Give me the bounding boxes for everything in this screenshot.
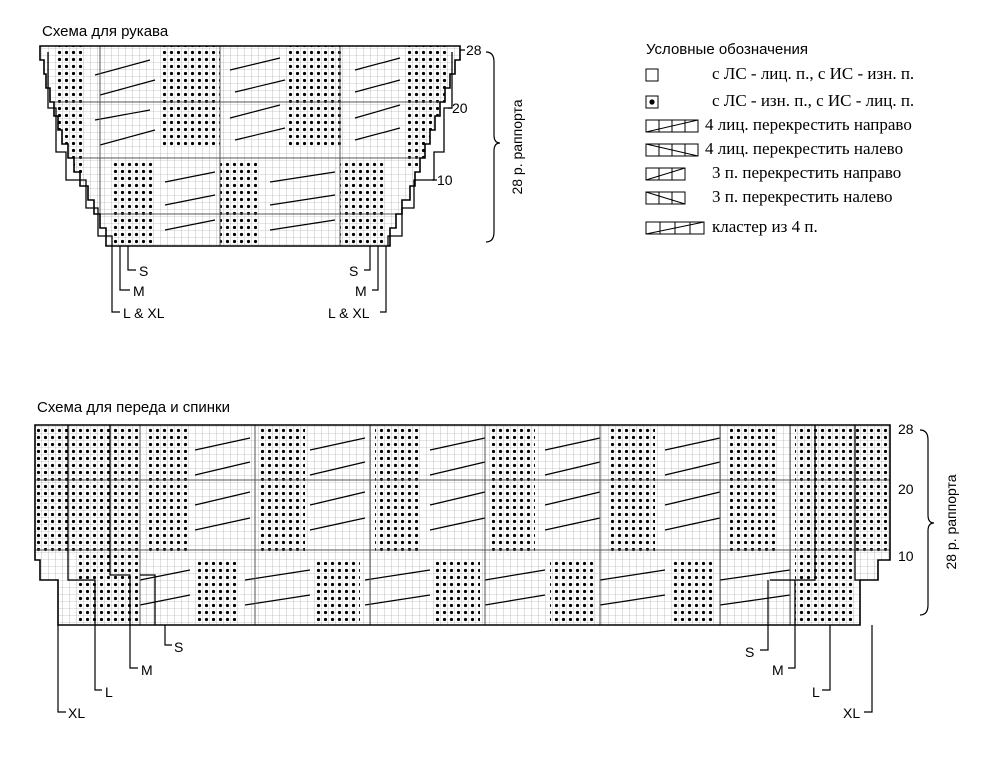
body-chart-title: Схема для переда и спинки [37,399,230,416]
body-size-s-left: S [174,639,184,655]
cluster-4-icon [645,221,705,235]
body-size-s-right: S [745,644,755,660]
body-row-label-28: 28 [898,421,914,437]
dot-square-icon [645,95,659,109]
sleeve-chart-title: Схема для рукава [42,23,169,40]
cross-left-3-icon [645,191,686,205]
legend-item-cross-right-4: 4 лиц. перекрестить направо [705,115,912,134]
body-size-m-right: M [772,662,784,678]
legend-item-knit: с ЛС - лиц. п., с ИС - изн. п. [712,64,915,83]
cross-right-4-icon [645,119,699,133]
body-size-l-right: L [812,684,820,700]
body-row-label-10: 10 [898,548,914,564]
legend-title: Условные обозначения [646,41,809,58]
body-row-label-20: 20 [898,481,914,497]
sleeve-size-lxl-right: L & XL [328,305,370,321]
sleeve-row-label-28: 28 [466,42,482,58]
sleeve-size-m-right: M [355,283,367,299]
sleeve-size-s-right: S [349,263,359,279]
body-size-l-left: L [105,684,113,700]
sleeve-size-m-left: M [133,283,145,299]
sleeve-size-s-left: S [139,263,149,279]
legend-item-cluster: кластер из 4 п. [712,217,818,236]
legend-item-purl: с ЛС - изн. п., с ИС - лиц. п. [712,91,915,110]
legend-item-cross-left-4: 4 лиц. перекрестить налево [705,139,904,158]
sleeve-repeat-label: 28 р. раппорта [509,99,525,195]
legend-item-cross-left-3: 3 п. перекрестить налево [712,187,893,206]
sleeve-row-label-10: 10 [437,172,453,188]
body-repeat-label: 28 р. раппорта [943,474,959,570]
body-size-m-left: M [141,662,153,678]
cross-right-3-icon [645,167,686,181]
body-size-xl-left: XL [68,705,86,721]
legend-item-cross-right-3: 3 п. перекрестить направо [712,163,902,182]
body-size-xl-right: XL [843,705,861,721]
sleeve-row-label-20: 20 [452,100,468,116]
sleeve-size-lxl-left: L & XL [123,305,165,321]
empty-square-icon [645,68,659,82]
cross-left-4-icon [645,143,699,157]
